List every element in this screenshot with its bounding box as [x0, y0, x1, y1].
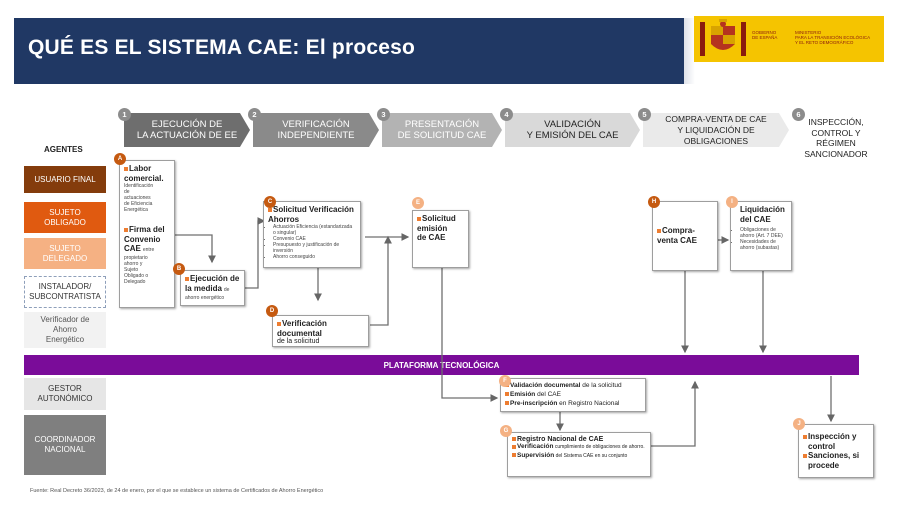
box-c-solicitud-verificacion: Solicitud Verificación Ahorros Actuación… [263, 201, 361, 268]
page-title: QUÉ ES EL SISTEMA CAE: El proceso [28, 36, 416, 59]
arrow-d-up [370, 235, 392, 326]
source-note: Fuente: Real Decreto 36/2023, de 24 de e… [30, 488, 324, 494]
arrow-e-f [441, 268, 499, 402]
header-fade [620, 18, 695, 84]
badge-j: J [793, 418, 805, 430]
badge-d: D [266, 305, 278, 317]
badge-g: G [500, 425, 512, 437]
stage-5-number: 5 [638, 108, 651, 121]
box-d-verificacion-documental: Verificación documental de la solicitud [272, 315, 369, 347]
stage-1-number: 1 [118, 108, 131, 121]
arrow-g-platform [651, 380, 699, 447]
box-i-liquidacion: Liquidación del CAE Obligaciones de ahor… [730, 201, 792, 271]
badge-c: C [264, 196, 276, 208]
stage-2-number: 2 [248, 108, 261, 121]
box-e-solicitud-emision: Solicitud emisión de CAE [412, 210, 469, 268]
box-g-registro-nacional: Registro Nacional de CAE Verificación cu… [507, 432, 651, 477]
arrow-a-b [175, 234, 216, 264]
box-j-inspeccion: Inspección y control Sanciones, si proce… [798, 424, 874, 478]
stage-6-number: 6 [792, 108, 805, 121]
agent-usuario-final: USUARIO FINAL [24, 166, 106, 193]
box-h-compraventa: Compra- venta CAE [652, 201, 718, 271]
badge-h: H [648, 196, 660, 208]
stage-4-number: 4 [500, 108, 513, 121]
badge-a: A [114, 153, 126, 165]
agent-instalador: INSTALADOR/SUBCONTRATISTA [24, 276, 106, 308]
coat-of-arms-icon [697, 18, 749, 60]
box-f-validacion: Validación documental de la solicitud Em… [500, 378, 646, 412]
badge-b: B [173, 263, 185, 275]
arrow-b-c [245, 217, 266, 289]
box-b-ejecucion: Ejecución de la medida de ahorro energét… [180, 270, 245, 306]
stage-3-number: 3 [377, 108, 390, 121]
badge-i: I [726, 196, 738, 208]
badge-e: E [412, 197, 424, 209]
header-banner [14, 18, 684, 84]
agents-label: AGENTES [44, 145, 83, 154]
badge-f: F [499, 375, 511, 387]
